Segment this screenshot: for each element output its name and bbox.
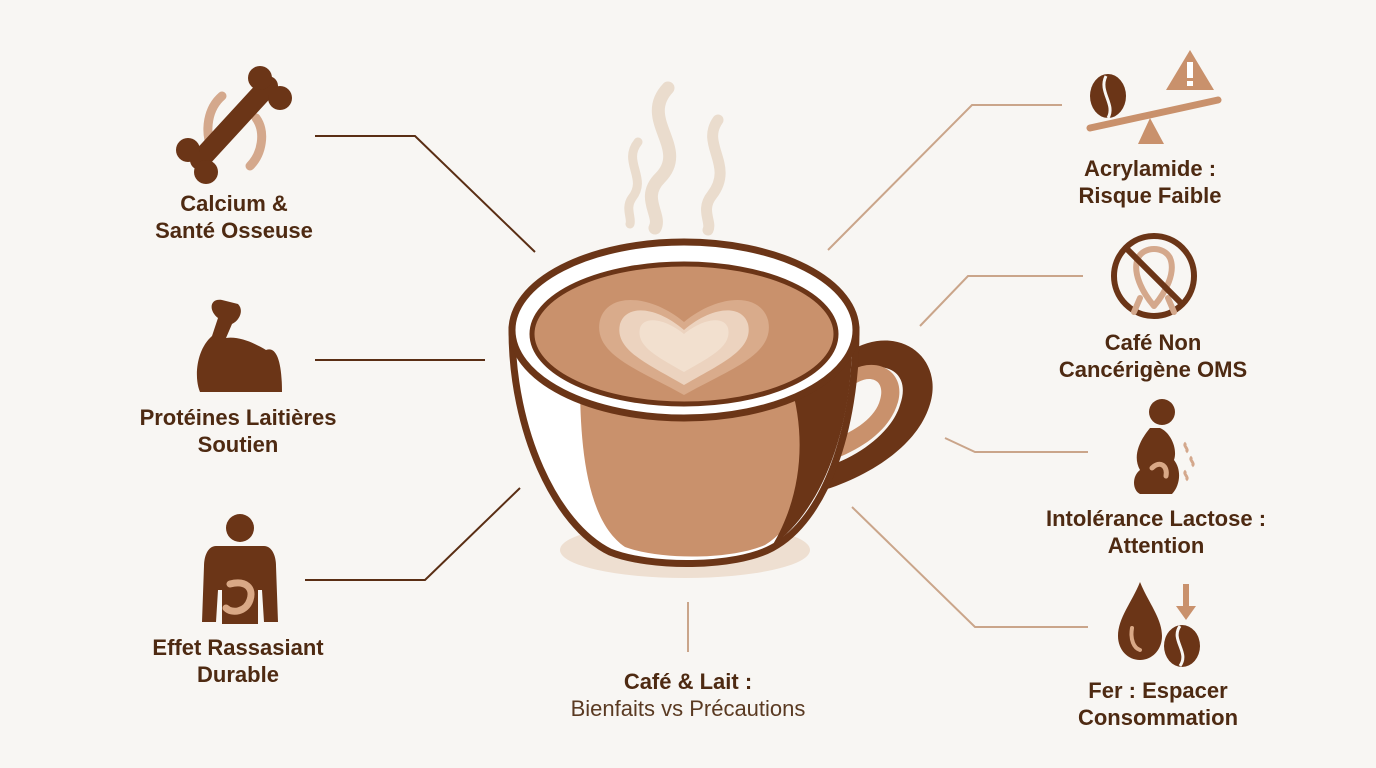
connector-cancer bbox=[919, 275, 1083, 327]
benefit-label-proteines: Protéines Laitières Soutien bbox=[139, 405, 337, 457]
body-stomach-icon bbox=[202, 514, 278, 624]
benefit-label-rassasiant: Effet Rassasiant Durable bbox=[152, 635, 324, 687]
stomach-discomfort-icon bbox=[1134, 399, 1195, 494]
connector-rassasiant bbox=[305, 487, 521, 581]
left-connectors bbox=[305, 135, 536, 581]
iron-drop-coffee-bean-icon bbox=[1118, 582, 1200, 667]
center-subtitle: Bienfaits vs Précautions bbox=[570, 696, 806, 721]
latte-art-heart bbox=[599, 299, 769, 395]
connector-lactose bbox=[944, 437, 1088, 453]
warning-balance-icon bbox=[1086, 50, 1222, 144]
benefit-label-calcium: Calcium & Santé Osseuse bbox=[155, 191, 313, 243]
bone-icon bbox=[176, 66, 292, 184]
center-title: Café & Lait : bbox=[623, 669, 753, 694]
right-connectors bbox=[687, 104, 1088, 652]
muscle-arm-icon bbox=[196, 299, 282, 392]
no-cancer-ribbon-icon bbox=[1111, 233, 1197, 319]
connector-acrylamide bbox=[827, 104, 1062, 251]
connector-calcium bbox=[315, 135, 536, 253]
center-caption: Café & Lait : Bienfaits vs Précautions bbox=[571, 668, 806, 722]
precaution-label-lactose: Intolérance Lactose : Attention bbox=[1045, 506, 1267, 558]
precaution-label-acrylamide: Acrylamide : Risque Faible bbox=[1078, 156, 1222, 208]
connector-fer bbox=[851, 506, 1088, 628]
latte-cup-icon bbox=[508, 81, 933, 578]
precaution-label-fer: Fer : Espacer Consommation bbox=[1077, 678, 1239, 730]
precaution-label-cancer: Café Non Cancérigène OMS bbox=[1058, 330, 1248, 382]
steam-icon bbox=[624, 81, 726, 236]
